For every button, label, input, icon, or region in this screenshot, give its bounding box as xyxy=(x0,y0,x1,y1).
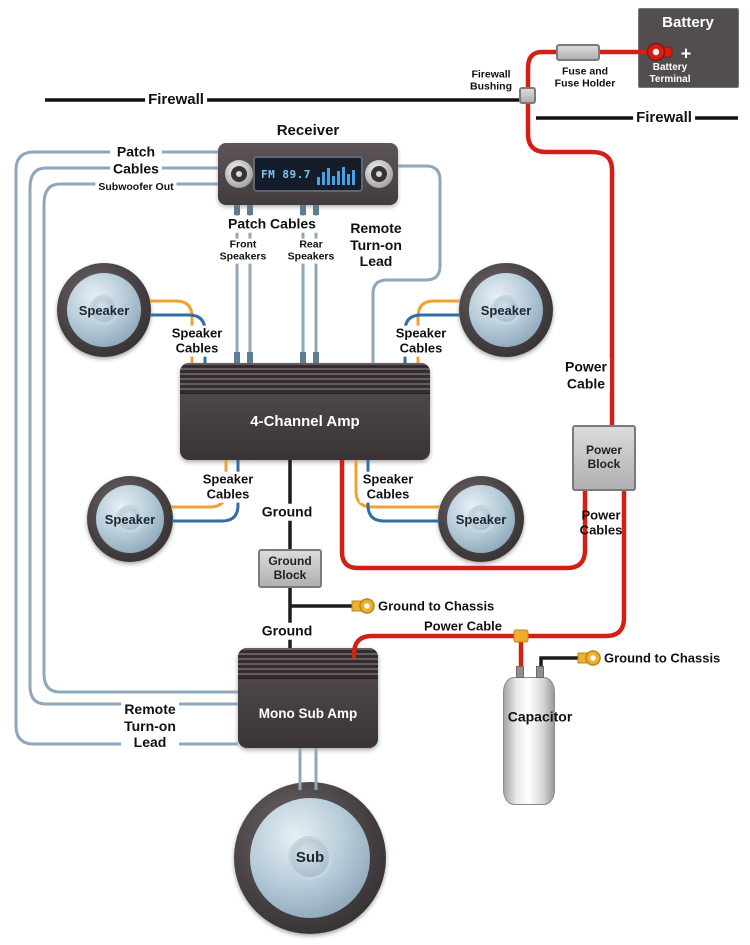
remote-turn-on-label-top: Remote Turn-on Lead xyxy=(347,220,405,270)
tuning-knob xyxy=(365,160,393,188)
speaker-front-right: Speaker xyxy=(459,263,553,357)
ring-terminal-chassis-2-icon xyxy=(577,650,601,666)
rear-speakers-label: Rear Speakers xyxy=(284,238,338,264)
speaker-wire-rr-pos xyxy=(354,460,440,509)
power-cables-label: Power Cables xyxy=(579,507,623,538)
speaker-wire-rr-neg xyxy=(366,460,439,523)
ground-label-1: Ground xyxy=(258,503,316,521)
knob-dot xyxy=(236,171,242,177)
speaker-wire-rl-neg xyxy=(172,460,240,523)
speaker-wire-fr-pos xyxy=(416,299,460,363)
firewall-label-right: Firewall xyxy=(633,109,695,127)
power-cable-to-4ch-amp xyxy=(339,460,588,571)
speaker-rear-right: Speaker xyxy=(438,476,524,562)
subwoofer-out-label: Subwoofer Out xyxy=(95,180,177,194)
speaker-cone: Sub xyxy=(249,797,371,919)
speaker-label: Speaker xyxy=(455,511,507,527)
power-wires xyxy=(339,49,658,668)
speaker-wire-fl-pos xyxy=(150,299,194,363)
capacitor-negative-post xyxy=(536,666,544,678)
frequency-readout: FM 89.7 xyxy=(261,167,311,181)
knob-dot xyxy=(376,171,382,177)
amp-heatsink-fins xyxy=(180,363,430,394)
ground-wires xyxy=(288,460,580,670)
remote-lead-to-4ch-amp xyxy=(371,164,442,363)
ring-terminal-chassis-1-icon xyxy=(351,598,375,614)
battery-plus-sign: + xyxy=(680,43,692,64)
ground-block-label: Ground Block xyxy=(268,553,312,582)
speaker-cone: Speaker xyxy=(66,272,142,348)
power-cable-battery-to-block xyxy=(525,49,658,428)
battery-label: Battery xyxy=(662,14,714,32)
subwoofer-patch-cable-2 xyxy=(42,182,238,694)
speaker-cables-label-fl: Speaker Cables xyxy=(168,325,226,357)
receiver-display: FM 89.7 xyxy=(253,156,363,192)
speaker-cables-label-fr: Speaker Cables xyxy=(392,325,450,357)
equalizer-bars-icon xyxy=(316,163,355,185)
power-cable-label-mid: Power Cable xyxy=(420,618,506,634)
power-block: Power Block xyxy=(572,425,636,491)
speaker-dust-cap xyxy=(89,295,119,325)
speaker-cables-label-rl: Speaker Cables xyxy=(199,471,257,503)
power-block-label: Power Block xyxy=(585,443,622,471)
patch-cables-subwoofer-label: Patch Cables xyxy=(110,143,162,177)
capacitor-body xyxy=(503,677,555,805)
rca-plugs xyxy=(234,205,319,363)
patch-cables-label: Patch Cables xyxy=(225,215,319,233)
firewall-bushing xyxy=(519,87,536,104)
speaker-cone: Speaker xyxy=(96,485,164,553)
speaker-dust-cap xyxy=(116,505,144,533)
ground-to-chassis-label-2: Ground to Chassis xyxy=(604,650,721,666)
four-channel-amp-label: 4-Channel Amp xyxy=(250,413,360,430)
speaker-cone: Speaker xyxy=(468,272,544,348)
speaker-front-left: Speaker xyxy=(57,263,151,357)
speaker-label: Speaker xyxy=(480,302,532,318)
remote-lead-to-mono-amp xyxy=(14,150,238,746)
fuse-holder-label: Fuse and Fuse Holder xyxy=(554,65,616,90)
front-speakers-label: Front Speakers xyxy=(216,238,270,264)
knob-inner xyxy=(371,166,387,182)
speaker-cables-label-rr: Speaker Cables xyxy=(359,471,417,503)
ground-block: Ground Block xyxy=(258,549,322,588)
ground-to-chassis-label-1: Ground to Chassis xyxy=(378,598,495,614)
speaker-rear-left: Speaker xyxy=(87,476,173,562)
speaker-label: Speaker xyxy=(78,302,130,318)
subwoofer-patch-cable-1 xyxy=(28,166,238,706)
firewall-label-left: Firewall xyxy=(145,91,207,109)
mono-sub-amp-label: Mono Sub Amp xyxy=(258,706,358,721)
volume-knob xyxy=(225,160,253,188)
speaker-cone: Speaker xyxy=(447,485,515,553)
firewall-bushing-label: Firewall Bushing xyxy=(467,68,515,94)
knob-inner xyxy=(231,166,247,182)
battery-terminal-label: Battery Terminal xyxy=(649,62,691,85)
sub-label: Sub xyxy=(295,849,325,867)
capacitor-positive-post xyxy=(516,666,524,678)
capacitor-label: Capacitor xyxy=(507,708,573,725)
speaker-dust-cap xyxy=(467,505,495,533)
speaker-dust-cap xyxy=(491,295,521,325)
capacitor-ground-wire xyxy=(539,656,580,670)
receiver-label: Receiver xyxy=(276,122,340,140)
ground-label-2: Ground xyxy=(258,622,316,640)
four-channel-amp: 4-Channel Amp xyxy=(180,363,430,460)
subwoofer: Sub xyxy=(234,782,386,934)
fuse-holder xyxy=(556,44,600,61)
power-cable-label-right: Power Cable xyxy=(561,358,611,392)
battery-terminal-icon xyxy=(646,42,673,62)
remote-turn-on-label-bottom: Remote Turn-on Lead xyxy=(121,701,179,751)
power-cable-to-mono-amp xyxy=(351,490,627,658)
speaker-dust-cap xyxy=(287,835,333,881)
speaker-label: Speaker xyxy=(104,511,156,527)
receiver-unit: FM 89.7 xyxy=(218,143,398,205)
power-junction-connector-icon xyxy=(513,629,529,643)
